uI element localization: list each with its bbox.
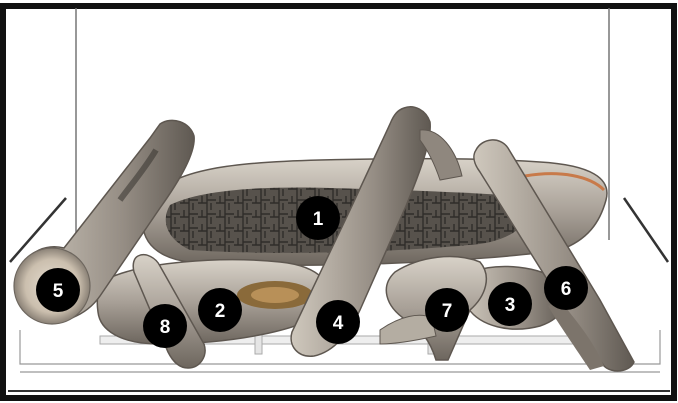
callout-label: 2: [215, 301, 226, 322]
callout-label: 1: [313, 209, 324, 230]
callout-badge-4: 4: [316, 300, 360, 344]
callout-label: 4: [333, 313, 344, 334]
callout-label: 7: [442, 301, 453, 322]
callout-label: 3: [505, 295, 516, 316]
callout-label: 8: [160, 317, 171, 338]
callout-label: 5: [53, 281, 64, 302]
callout-badge-5: 5: [36, 268, 80, 312]
callout-label: 6: [561, 279, 572, 300]
callout-badge-3: 3: [488, 282, 532, 326]
callout-badge-1: 1: [296, 196, 340, 240]
callout-badge-8: 8: [143, 304, 187, 348]
callout-badge-6: 6: [544, 266, 588, 310]
callout-badge-2: 2: [198, 288, 242, 332]
callout-badge-7: 7: [425, 288, 469, 332]
